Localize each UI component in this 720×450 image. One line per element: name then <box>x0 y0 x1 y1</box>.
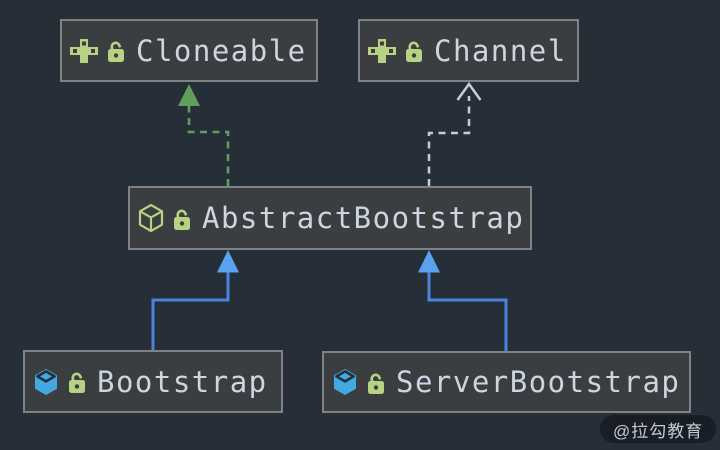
implements-arrowhead-icon <box>178 84 200 106</box>
extends-arrowhead-icon <box>217 250 239 273</box>
interface-icon <box>368 38 396 63</box>
open-lock-icon <box>172 205 192 232</box>
node-label: Channel <box>434 33 567 68</box>
node-label: Cloneable <box>136 33 307 68</box>
watermark-badge: @拉勾教育 <box>600 415 717 443</box>
node-label: AbstractBootstrap <box>202 201 525 235</box>
class-icon <box>332 368 358 396</box>
open-lock-icon <box>404 37 424 64</box>
edge-bootstrap-extends-abstractbootstrap <box>151 250 239 350</box>
open-arrowhead-icon <box>456 81 482 101</box>
edge-abstractbootstrap-implements-cloneable <box>178 84 230 186</box>
node-bootstrap[interactable]: Bootstrap <box>23 350 283 413</box>
node-label: ServerBootstrap <box>396 365 681 399</box>
node-cloneable[interactable]: Cloneable <box>60 19 318 82</box>
node-channel[interactable]: Channel <box>358 19 579 82</box>
interface-icon <box>70 38 98 63</box>
open-lock-icon <box>366 369 386 396</box>
node-abstract-bootstrap[interactable]: AbstractBootstrap <box>128 186 532 250</box>
abstract-class-icon <box>138 204 164 232</box>
extends-arrowhead-icon <box>418 250 440 273</box>
edge-serverbootstrap-extends-abstractbootstrap <box>418 250 508 351</box>
node-server-bootstrap[interactable]: ServerBootstrap <box>322 351 691 413</box>
class-icon <box>33 368 59 396</box>
open-lock-icon <box>67 368 87 395</box>
node-label: Bootstrap <box>97 364 268 399</box>
edge-abstractbootstrap-implements-channel <box>427 81 482 186</box>
open-lock-icon <box>106 37 126 64</box>
